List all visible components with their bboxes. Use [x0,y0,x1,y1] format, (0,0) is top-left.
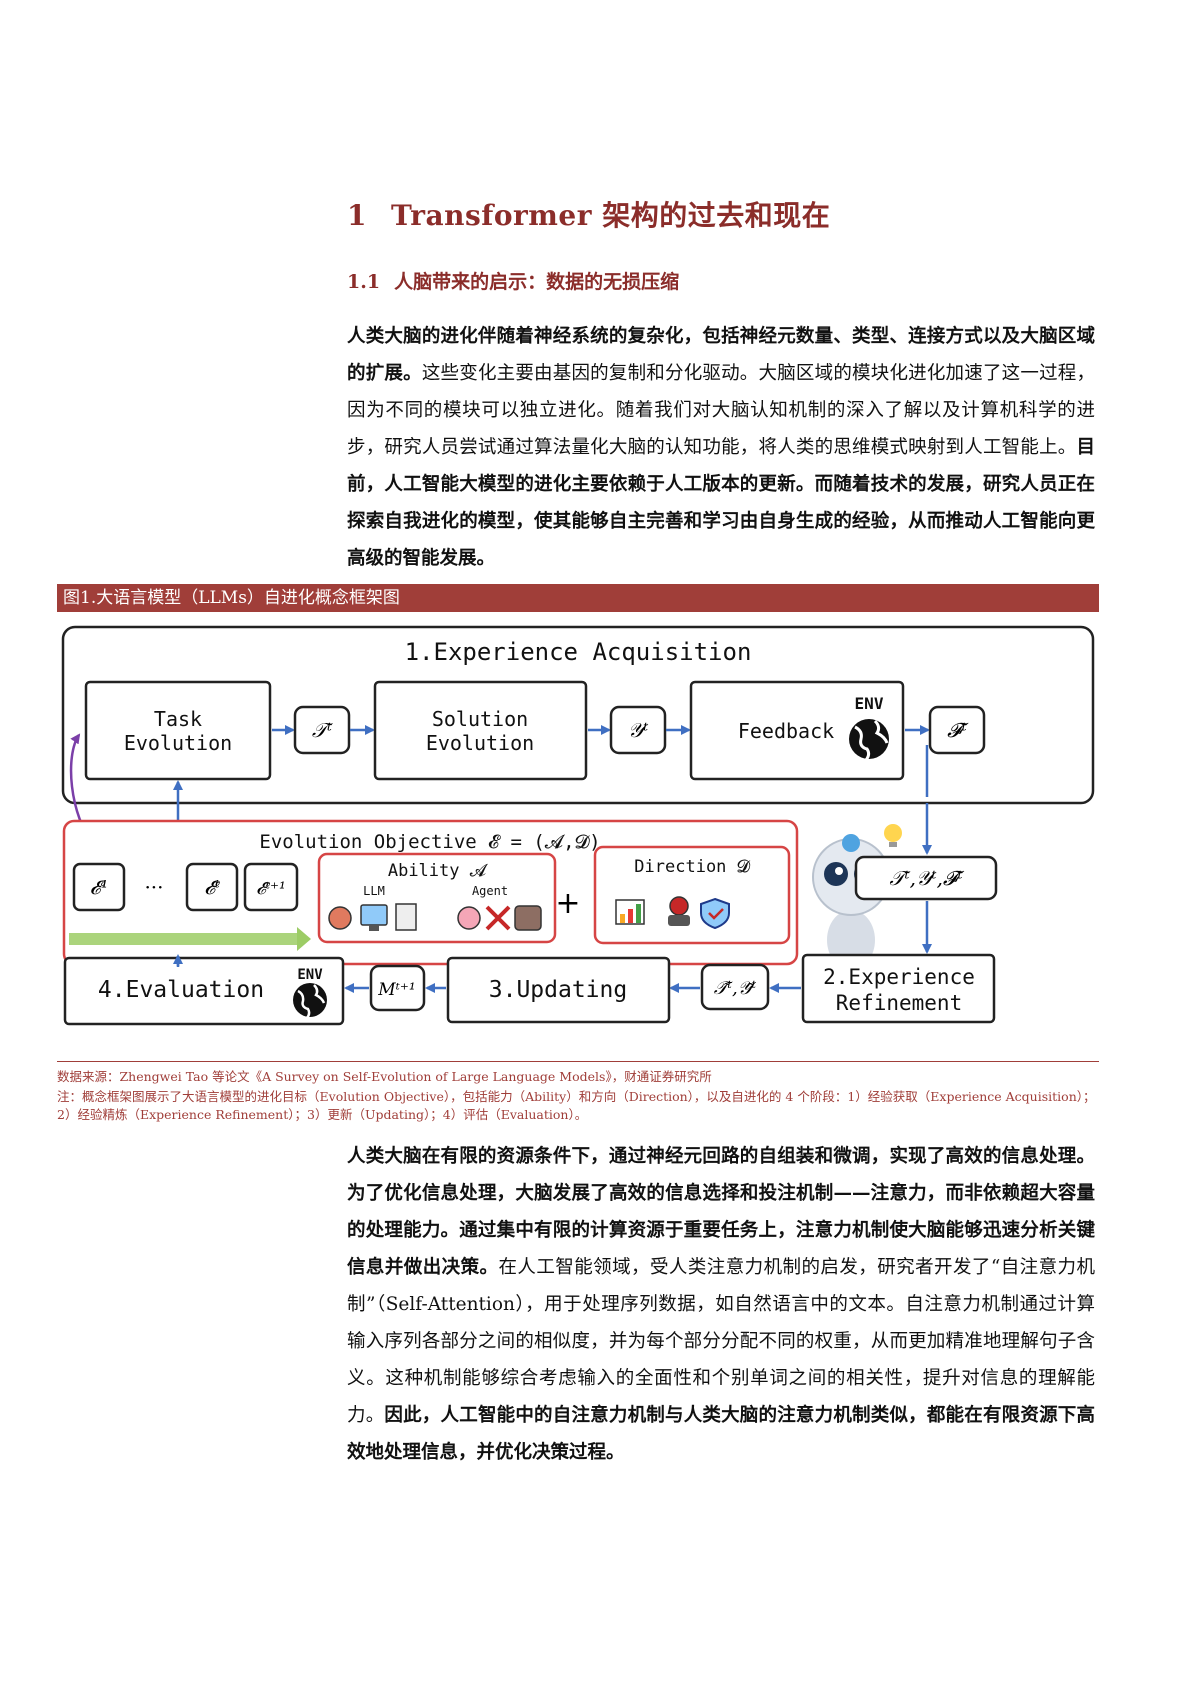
progress-bar [69,933,297,945]
direction-label: Direction 𝓓 [634,857,750,877]
direction-icons [615,896,730,930]
figure-note: 注：概念框架图展示了大语言模型的进化目标（Evolution Objective… [57,1089,1096,1122]
f-symbol: 𝓕ᵗ [947,718,969,742]
t-symbol: 𝒯ᵗ [312,718,334,742]
stage4-env-label: ENV [297,967,323,983]
solution-evolution-line2: Evolution [426,731,534,755]
team-icon [514,905,542,931]
brain-icon [457,906,481,930]
globe-icon-2 [293,983,327,1020]
section-heading: 1 Transformer 架构的过去和现在 [347,194,830,234]
globe-icon [849,719,889,763]
para2-bold-2: 因此，人工智能中的自注意力机制与人类大脑的注意力机制类似，都能在有限资源下高效地… [347,1405,1095,1463]
et1-box [243,862,299,912]
et-box [185,862,239,912]
stage1-title: 1.Experience Acquisition [405,638,752,666]
feedback-env-label: ENV [855,694,884,713]
ellipsis: ··· [144,875,163,899]
computer-icon [360,904,388,926]
document-icon [395,903,417,931]
para1-text: 这些变化主要由基因的复制和分化驱动。大脑区域的模块化进化加速了这一过程，因为不同… [347,363,1095,458]
y-symbol: 𝒴ᵗ [628,718,649,742]
tyf-symbol: 𝒯ᵗ,𝒴ᵗ,𝓕ᵗ [889,866,965,890]
ability-label: Ability 𝓐 [388,861,489,881]
y-symbol-box [609,705,667,755]
figure-divider [57,1061,1099,1062]
para2-text: 在人工智能领域，受人类注意力机制的启发，研究者开发了“自注意力机制”（Self-… [347,1257,1095,1426]
plus-sign: + [555,886,580,921]
framework-diagram: 1.Experience Acquisition Task Evolution … [57,615,1099,1058]
shield-icon [700,897,730,930]
para2-bold-1: 人类大脑在有限的资源条件下，通过神经元回路的自组装和微调，实现了高效的信息处理。… [347,1146,1095,1278]
stage2-line1: 2.Experience [823,965,975,989]
llm-icons [328,903,417,931]
figure-title: 图1.大语言模型（LLMs）自进化概念框架图 [57,584,1099,612]
task-evolution-line2: Evolution [124,731,232,755]
paragraph-1: 人类大脑的进化伴随着神经系统的复杂化，包括神经元数量、类型、连接方式以及大脑区域… [347,318,1095,577]
t-symbol-box [293,705,351,755]
person-icon [669,896,689,916]
gear-brain-icon [328,906,352,930]
stage3-box [446,956,671,1024]
feedback-box [689,680,905,781]
subsection-heading: 1.1 人脑带来的启示：数据的无损压缩 [347,267,679,294]
stage2-line2: Refinement [836,991,962,1015]
f-symbol-box [928,705,986,755]
tools-icon [485,905,511,931]
subsection-title: 人脑带来的启示：数据的无损压缩 [394,271,680,293]
solution-evolution-box [373,680,588,781]
stage4-box [63,956,345,1026]
para1-bold-2: 目前，人工智能大模型的进化主要依赖于人工版本的更新。而随着技术的发展，研究人员正… [347,437,1095,569]
section-title: Transformer 架构的过去和现在 [390,199,831,232]
solution-evolution-line1: Solution [432,707,528,731]
para1-bold-1: 人类大脑的进化伴随着神经系统的复杂化，包括神经元数量、类型、连接方式以及大脑区域… [347,326,1095,384]
task-evolution-line1: Task [154,707,202,731]
subsection-number: 1.1 [347,271,381,293]
section-number: 1 [347,199,367,232]
agent-icons [457,905,542,931]
lightbulb-icon [884,824,902,842]
figure-source: 数据来源：Zhengwei Tao 等论文《A Survey on Self-E… [57,1069,712,1084]
m-symbol: Mᵗ⁺¹ [377,980,415,1000]
paragraph-2: 人类大脑在有限的资源条件下，通过神经元回路的自组装和微调，实现了高效的信息处理。… [347,1138,1095,1471]
e1-symbol: 𝓔¹ [90,877,109,899]
llm-label: LLM [363,884,385,898]
ty-tilde-box [700,963,770,1011]
ty-tilde-symbol: 𝒯̃ᵗ,𝒴̃ᵗ [714,978,757,999]
stage2-box [801,953,996,1024]
agent-label: Agent [472,884,508,898]
et1-symbol: 𝓔ᵗ⁺¹ [256,879,286,899]
feedback-label: Feedback [738,719,834,743]
stage3-label: 3.Updating [489,977,627,1003]
et-symbol: 𝓔ᵗ [204,877,220,899]
stage4-label: 4.Evaluation [98,977,264,1003]
objective-title: Evolution Objective 𝓔 = (𝓐,𝓓) [259,831,600,853]
task-evolution-box [84,680,272,781]
m-symbol-box [369,964,426,1012]
tyf-symbol-box [854,855,998,901]
e1-box [72,862,126,912]
